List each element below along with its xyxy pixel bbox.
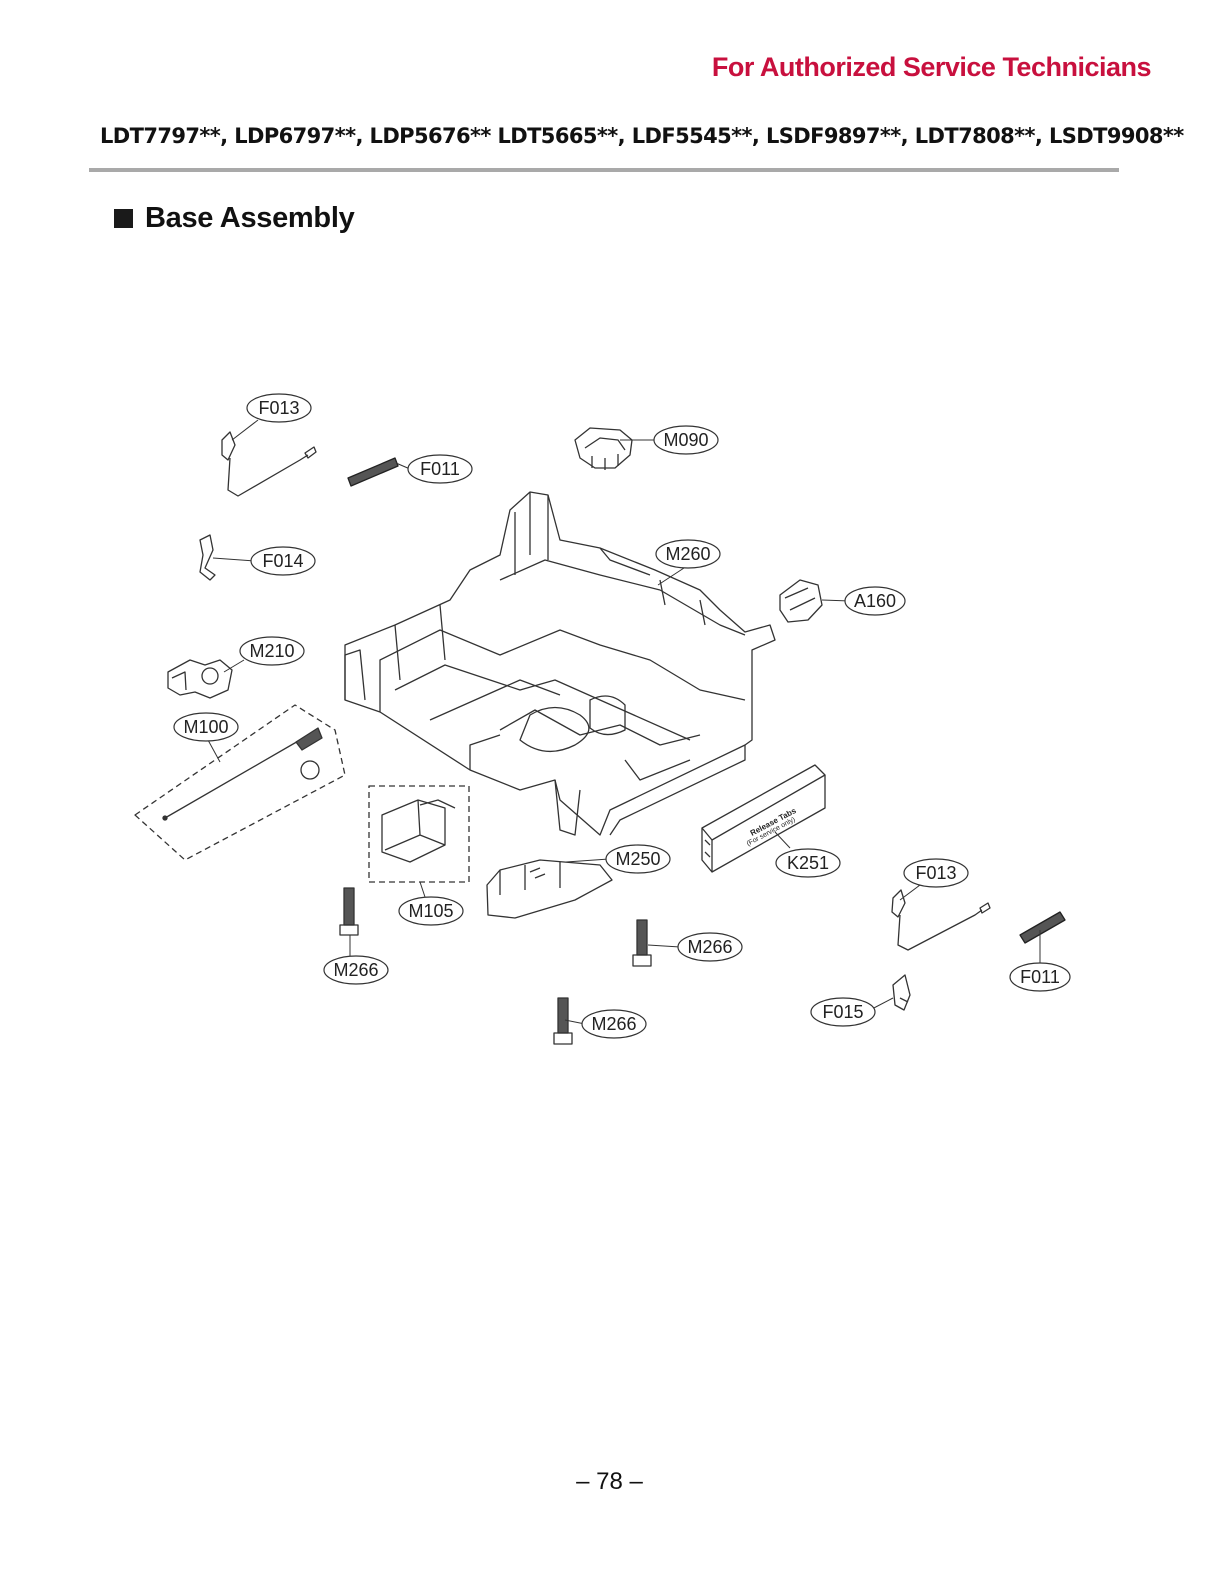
part-m105 [369,786,469,882]
part-m250 [487,860,612,918]
part-f011-top-spring [348,458,398,486]
leader-lines [208,420,1040,1024]
callout-label: A160 [854,591,896,611]
callout-label: F011 [1020,967,1060,987]
part-m090 [575,428,632,470]
callout-label: F014 [262,551,303,571]
callout-label: M266 [333,960,378,980]
callout-label: F011 [420,459,460,479]
callout-label: M266 [687,937,732,957]
callout-label: M260 [665,544,710,564]
callout-label: M090 [663,430,708,450]
part-m100 [135,705,345,860]
callout-label: F015 [822,1002,863,1022]
part-f013-right [892,890,990,950]
callout-label: M266 [591,1014,636,1034]
part-a160 [780,580,822,622]
part-m210 [168,660,232,698]
callout-label: M100 [183,717,228,737]
part-f011-right-spring [1020,912,1065,943]
callout-label: M105 [408,901,453,921]
part-m266-a [340,888,358,935]
callout-label: K251 [787,853,829,873]
part-f014 [200,535,215,580]
callout-label: F013 [915,863,956,883]
callout-label: F013 [258,398,299,418]
part-f013-top [222,432,316,496]
page-number: – 78 – [0,1468,1219,1496]
callout-label: M210 [249,641,294,661]
part-f015 [893,975,910,1010]
part-m266-b [633,920,651,966]
callout-label: M250 [615,849,660,869]
